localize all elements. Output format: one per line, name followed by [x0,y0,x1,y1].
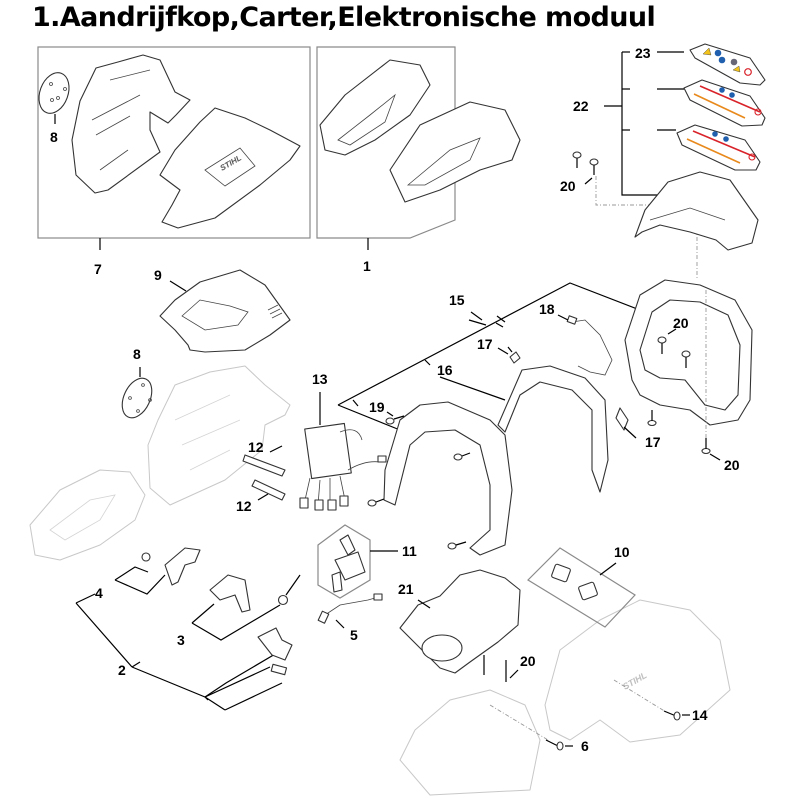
callout-10: 10 [614,544,630,560]
handle-top-cover [634,171,759,251]
callout-19: 19 [369,399,385,415]
trigger-3 [209,574,251,613]
part-12-strips [242,445,286,501]
callout-16: 16 [437,362,453,378]
callout-8: 8 [50,129,58,145]
callout-23: 23 [635,45,651,61]
callout-7: 7 [94,261,102,277]
group-box-7 [37,46,311,239]
callout-20: 20 [724,457,740,473]
part-group-22-labels [572,43,766,260]
lever-4 [164,547,201,586]
callout-11: 11 [402,543,417,559]
callout-3: 3 [177,632,185,648]
group-box-10 [527,547,636,628]
cable-18 [571,319,613,376]
callout-15: 15 [449,292,465,308]
shroud-9 [159,269,291,353]
screws-14-6 [489,679,690,751]
diagram-title: 1.Aandrijfkop,Carter,Elektronische moduu… [32,2,656,33]
group-box-11 [317,524,371,599]
part-5-cable [317,593,383,629]
callout-9: 9 [154,267,162,283]
strip-12b [251,479,286,501]
clip-17 [509,351,521,364]
callout-20: 20 [520,653,536,669]
housing-half-left [71,54,191,194]
callout-20: 20 [560,178,576,194]
gasket-icon [38,72,70,114]
handle-half-lower [389,101,521,203]
spring-icon [141,552,151,562]
part-group-7-housing-shells: STIHL [37,46,311,250]
warning-sticker-b [683,79,766,127]
callout-13: 13 [312,371,328,387]
callout-14: 14 [692,707,708,723]
housing-half-right [159,107,301,229]
switch-lever-2 [257,627,293,661]
callout-6: 6 [581,738,589,754]
callout-labels: 8 7 1 23 22 20 9 15 18 20 8 17 16 13 19 … [50,45,740,754]
part-13-electronic-module [299,392,387,511]
callout-17: 17 [477,336,493,352]
callout-21: 21 [398,581,414,597]
strip-12a [242,454,286,477]
group-box-1 [316,46,456,239]
part-9-shroud [159,269,291,353]
callout-12: 12 [236,498,252,514]
ghost-housing-left [29,365,291,561]
part-21-bottom-cover [399,569,521,682]
handle-half-upper [319,59,431,156]
electronic-module [304,422,352,480]
part-group-1-handle-housing [316,46,521,250]
callout-18: 18 [539,301,555,317]
screw-icon [572,151,599,175]
callout-8: 8 [133,346,141,362]
bottom-cover-21 [399,569,521,674]
callout-17: 17 [645,434,661,450]
part-group-11-switch [317,524,398,599]
ghost-housing-right: STIHL [399,599,731,796]
callout-20: 20 [673,315,689,331]
callout-22: 22 [573,98,589,114]
callout-5: 5 [350,627,358,643]
callout-2: 2 [118,662,126,678]
gasket-icon [121,377,153,419]
callout-4: 4 [95,585,103,601]
warning-sticker-23 [689,43,766,86]
clip-17b [615,407,629,431]
warning-sticker-c [676,124,761,171]
callout-12: 12 [248,439,264,455]
part-group-10-pads [527,547,636,628]
part-group-15-handle [337,262,753,556]
callout-1: 1 [363,258,371,274]
part-group-2-triggers [75,547,301,711]
front-handle-loop [383,401,513,556]
part-8-gasket [121,367,153,419]
handle-bar-16 [497,365,609,493]
